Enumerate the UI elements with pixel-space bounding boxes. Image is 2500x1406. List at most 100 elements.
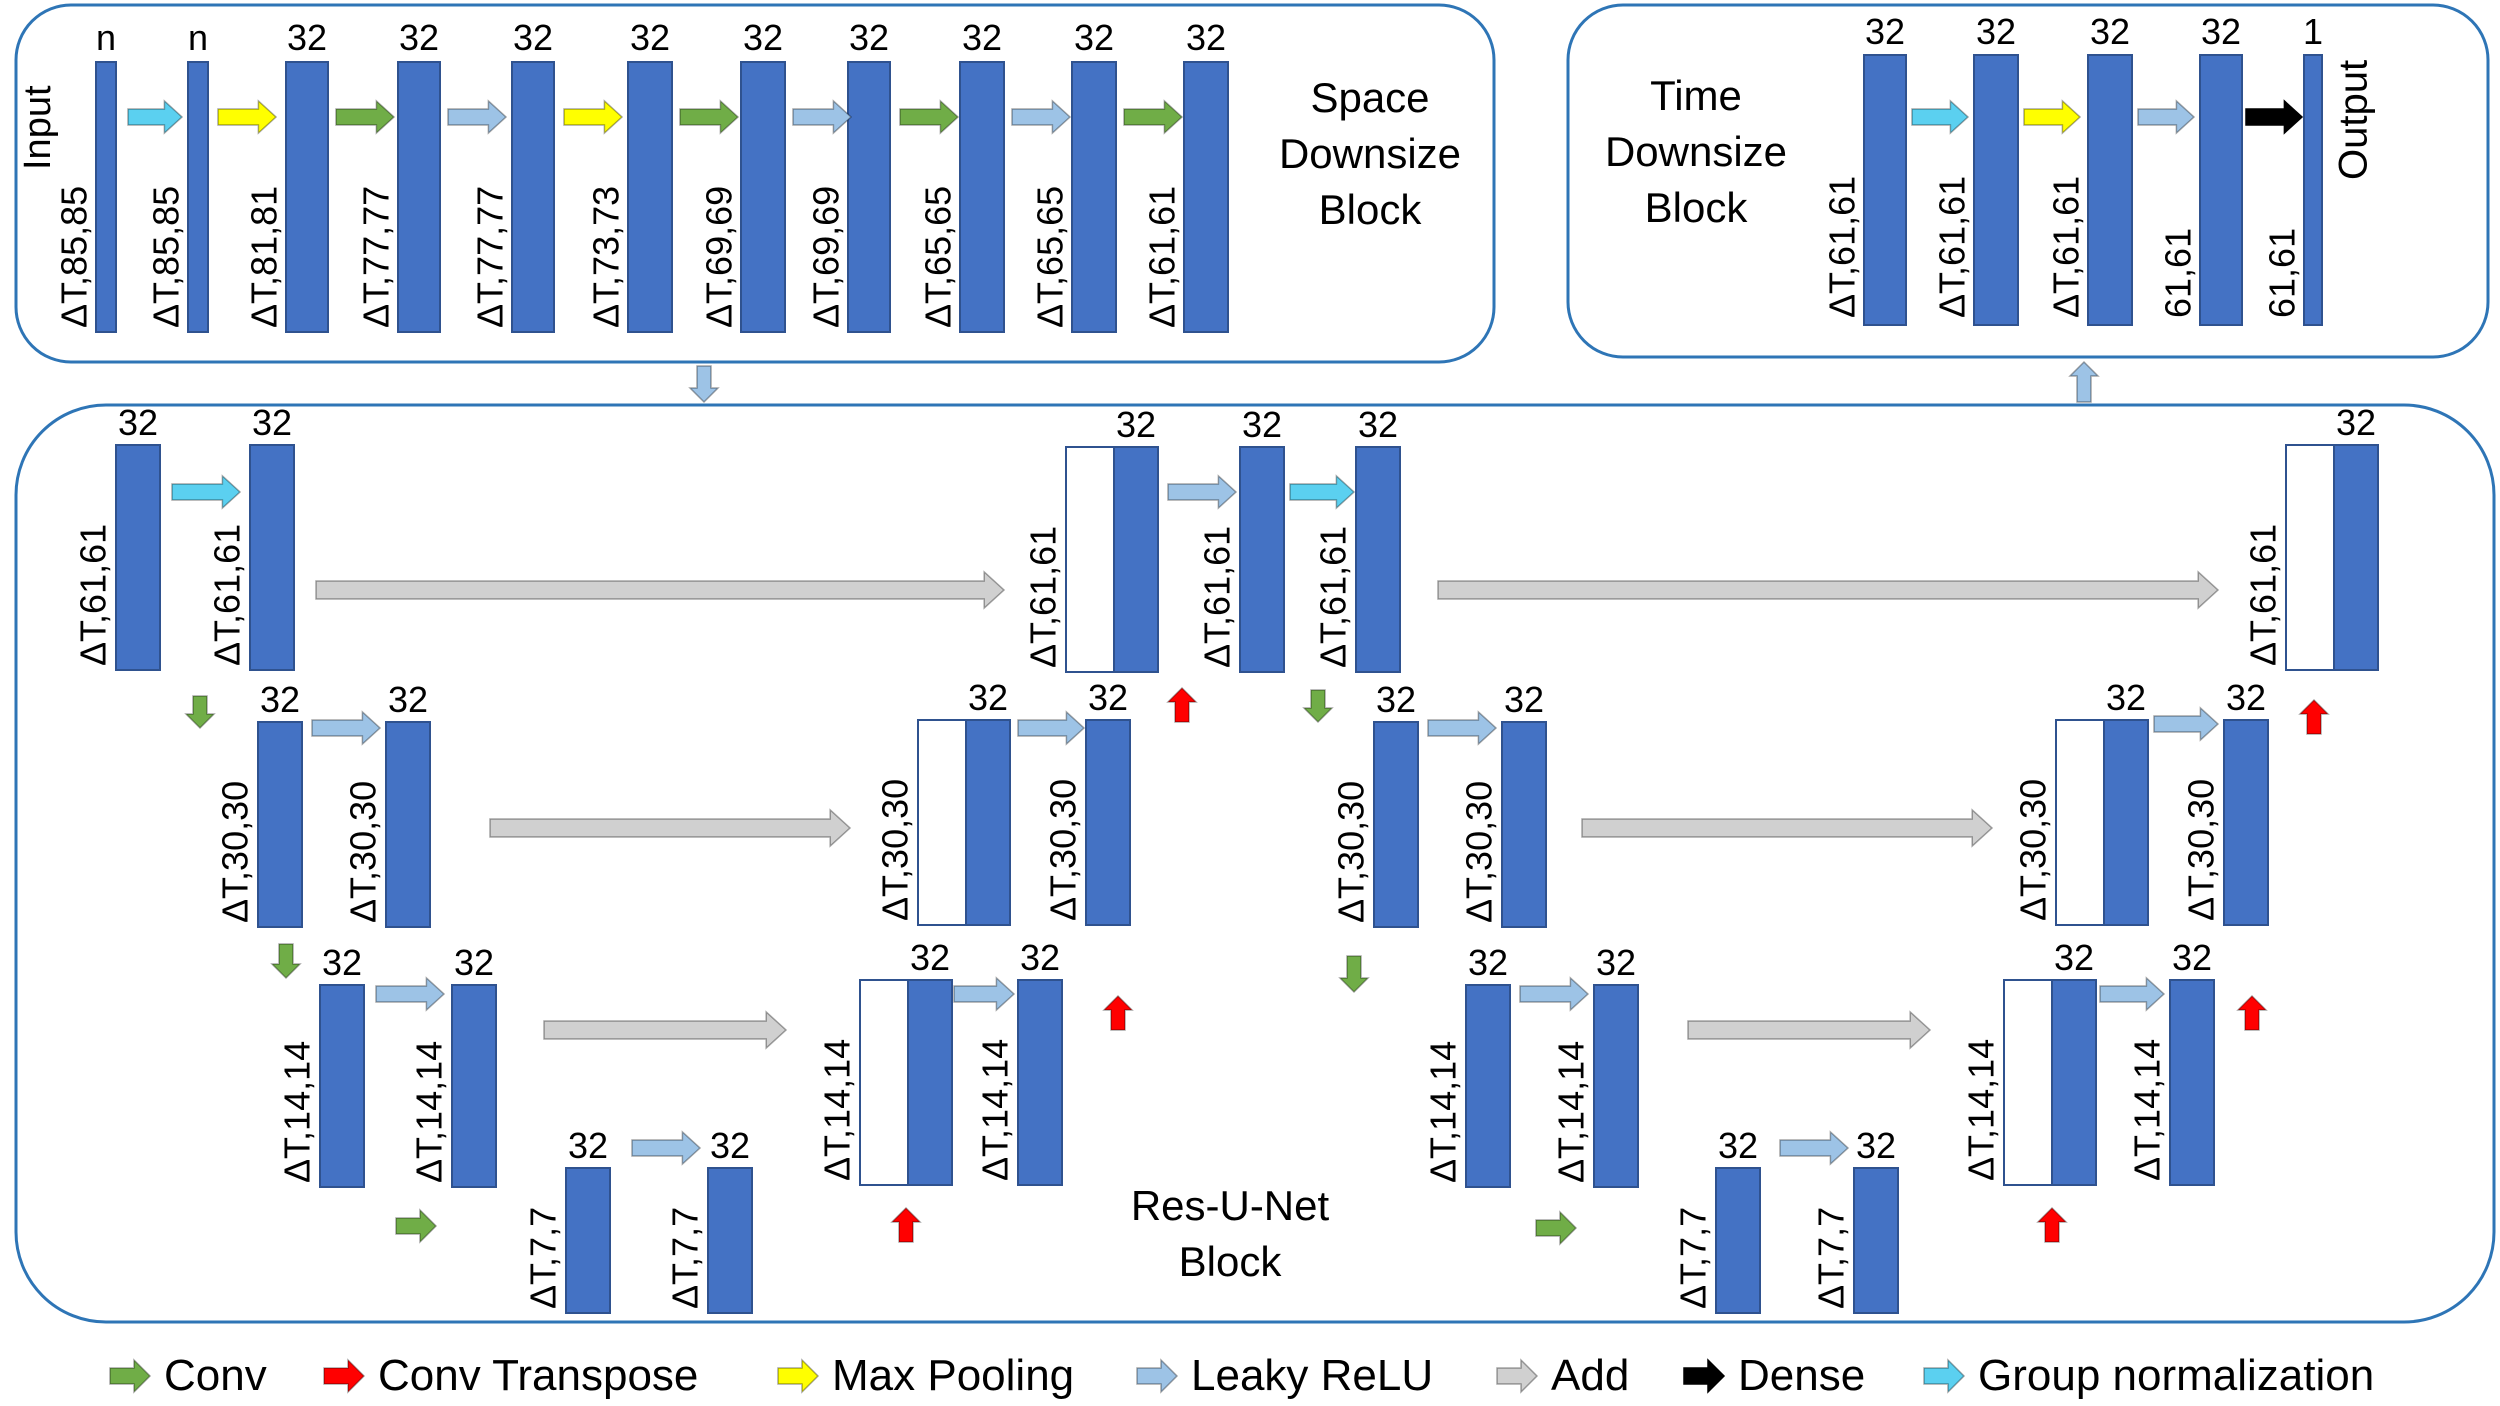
legend-label: Leaky ReLU xyxy=(1191,1351,1433,1400)
space-layer-channels: n xyxy=(96,17,116,58)
resunet-layer-box xyxy=(385,721,431,928)
leaky-relu-arrow-icon xyxy=(953,976,1016,1012)
resunet-layer-dims: ΔT,30,30 xyxy=(1459,781,1500,923)
space-layer-channels: 32 xyxy=(1186,17,1226,58)
conv-transpose-arrow-icon xyxy=(890,1206,922,1243)
space-layer-box xyxy=(397,61,441,333)
space-layer-channels: 32 xyxy=(1074,17,1114,58)
space-layer-box xyxy=(187,61,209,333)
res-u-net-frame xyxy=(14,403,2496,1324)
output-label: Output xyxy=(2332,60,2376,180)
resunet-layer-channels: 32 xyxy=(2054,937,2094,978)
resunet-layer-channels: 32 xyxy=(2106,677,2146,718)
resunet-layer-box xyxy=(1239,446,1285,673)
space-layer-dims: ΔT,73,73 xyxy=(586,186,627,328)
space-to-resunet-arrow-icon xyxy=(688,365,720,404)
legend-label: Conv Transpose xyxy=(378,1351,698,1400)
resunet-layer-channels: 32 xyxy=(322,942,362,983)
group-norm-arrow-icon xyxy=(1289,474,1356,510)
resunet-layer-box xyxy=(907,979,953,1186)
skip-concat-box xyxy=(859,979,909,1186)
resunet-layer-channels: 32 xyxy=(2336,402,2376,443)
resunet-layer-dims: ΔT,61,61 xyxy=(207,524,248,666)
time-layer-channels: 1 xyxy=(2303,11,2323,52)
conv-arrow-icon xyxy=(270,943,302,980)
leaky-relu-arrow-icon xyxy=(311,710,382,746)
time-layer-channels: 32 xyxy=(1976,11,2016,52)
space-layer-channels: 32 xyxy=(743,17,783,58)
resunet-layer-channels: 32 xyxy=(910,937,950,978)
leaky-relu-arrow-icon xyxy=(1519,976,1590,1012)
conv-transpose-arrow-icon xyxy=(323,1358,366,1394)
space-layer-channels: 32 xyxy=(962,17,1002,58)
resunet-layer-channels: 32 xyxy=(968,677,1008,718)
skip-concat-box xyxy=(2003,979,2053,1186)
resunet-layer-dims: ΔT,30,30 xyxy=(215,781,256,923)
resunet-layer-dims: ΔT,14,14 xyxy=(817,1039,858,1181)
resunet-layer-dims: ΔT,61,61 xyxy=(2243,524,2284,666)
layer-arrows xyxy=(109,99,2330,1394)
time-layer-channels: 32 xyxy=(2201,11,2241,52)
resunet-layer-channels: 32 xyxy=(1242,404,1282,445)
space-block-title: Space xyxy=(1310,74,1429,121)
resunet-layer-dims: ΔT,14,14 xyxy=(409,1041,450,1183)
resunet-layer-box xyxy=(1113,446,1159,673)
resunet-layer-box xyxy=(1853,1167,1899,1314)
conv-transpose-arrow-icon xyxy=(1102,994,1134,1031)
add-arrow-icon xyxy=(1437,570,2220,610)
resunet-layer-channels: 32 xyxy=(1376,679,1416,720)
resunet-layer-dims: ΔT,30,30 xyxy=(875,779,916,921)
space-layer-box xyxy=(627,61,673,333)
conv-arrow-icon xyxy=(109,1358,152,1394)
time-layer-box xyxy=(1863,54,1907,326)
space-layer-dims: ΔT,77,77 xyxy=(470,186,511,328)
add-arrow-icon xyxy=(1496,1358,1539,1394)
resunet-layer-box xyxy=(2103,719,2149,926)
resunet-layer-box xyxy=(451,984,497,1188)
skip-concat-box xyxy=(2055,719,2105,926)
resunet-layer-box xyxy=(965,719,1011,926)
space-layer-channels: 32 xyxy=(849,17,889,58)
add-arrow-icon xyxy=(1581,808,1994,848)
time-layer-channels: 32 xyxy=(2090,11,2130,52)
resunet-block-title: Res-U-Net xyxy=(1131,1182,1330,1229)
group-norm-arrow-icon xyxy=(171,474,242,510)
space-layer-box xyxy=(959,61,1005,333)
space-layer-box xyxy=(1071,61,1117,333)
time-layer-box xyxy=(2199,54,2243,326)
time-downsize-frame xyxy=(1566,3,2490,359)
resunet-layer-dims: ΔT,30,30 xyxy=(2181,779,2222,921)
resunet-layer-box xyxy=(1501,721,1547,928)
max-pool-arrow-icon xyxy=(563,99,624,135)
conv-arrow-icon xyxy=(184,695,216,730)
group-norm-arrow-icon xyxy=(1923,1358,1966,1394)
conv-transpose-arrow-icon xyxy=(1166,686,1198,723)
layer-text: nΔT,85,85nΔT,85,8532ΔT,81,8132ΔT,77,7732… xyxy=(17,11,2376,1309)
resunet-layer-dims: ΔT,14,14 xyxy=(1961,1039,2002,1181)
space-layer-dims: ΔT,77,77 xyxy=(356,186,397,328)
resunet-layer-channels: 32 xyxy=(568,1125,608,1166)
max-pool-arrow-icon xyxy=(217,99,278,135)
resunet-layer-channels: 32 xyxy=(454,942,494,983)
space-layer-channels: 32 xyxy=(399,17,439,58)
leaky-relu-arrow-icon xyxy=(375,976,446,1012)
resunet-layer-channels: 32 xyxy=(1856,1125,1896,1166)
resunet-layer-channels: 32 xyxy=(388,679,428,720)
resunet-layer-box xyxy=(2333,444,2379,671)
resunet-layer-channels: 32 xyxy=(118,402,158,443)
resunet-layer-dims: ΔT,30,30 xyxy=(1043,779,1084,921)
add-arrow-icon xyxy=(543,1010,788,1050)
legend-label: Dense xyxy=(1738,1351,1865,1400)
space-layer-box xyxy=(740,61,786,333)
space-layer-channels: 32 xyxy=(513,17,553,58)
resunet-to-time-arrow-icon xyxy=(2068,360,2100,403)
time-block-title: Block xyxy=(1645,184,1749,231)
resunet-layer-channels: 32 xyxy=(252,402,292,443)
dense-arrow-icon xyxy=(1683,1358,1726,1394)
resunet-layer-channels: 32 xyxy=(1468,942,1508,983)
skip-concat-box xyxy=(2285,444,2335,671)
space-layer-channels: n xyxy=(188,17,208,58)
input-label: Input xyxy=(17,85,59,170)
resunet-layer-dims: ΔT,7,7 xyxy=(665,1207,706,1309)
time-block-title: Downsize xyxy=(1605,128,1787,175)
